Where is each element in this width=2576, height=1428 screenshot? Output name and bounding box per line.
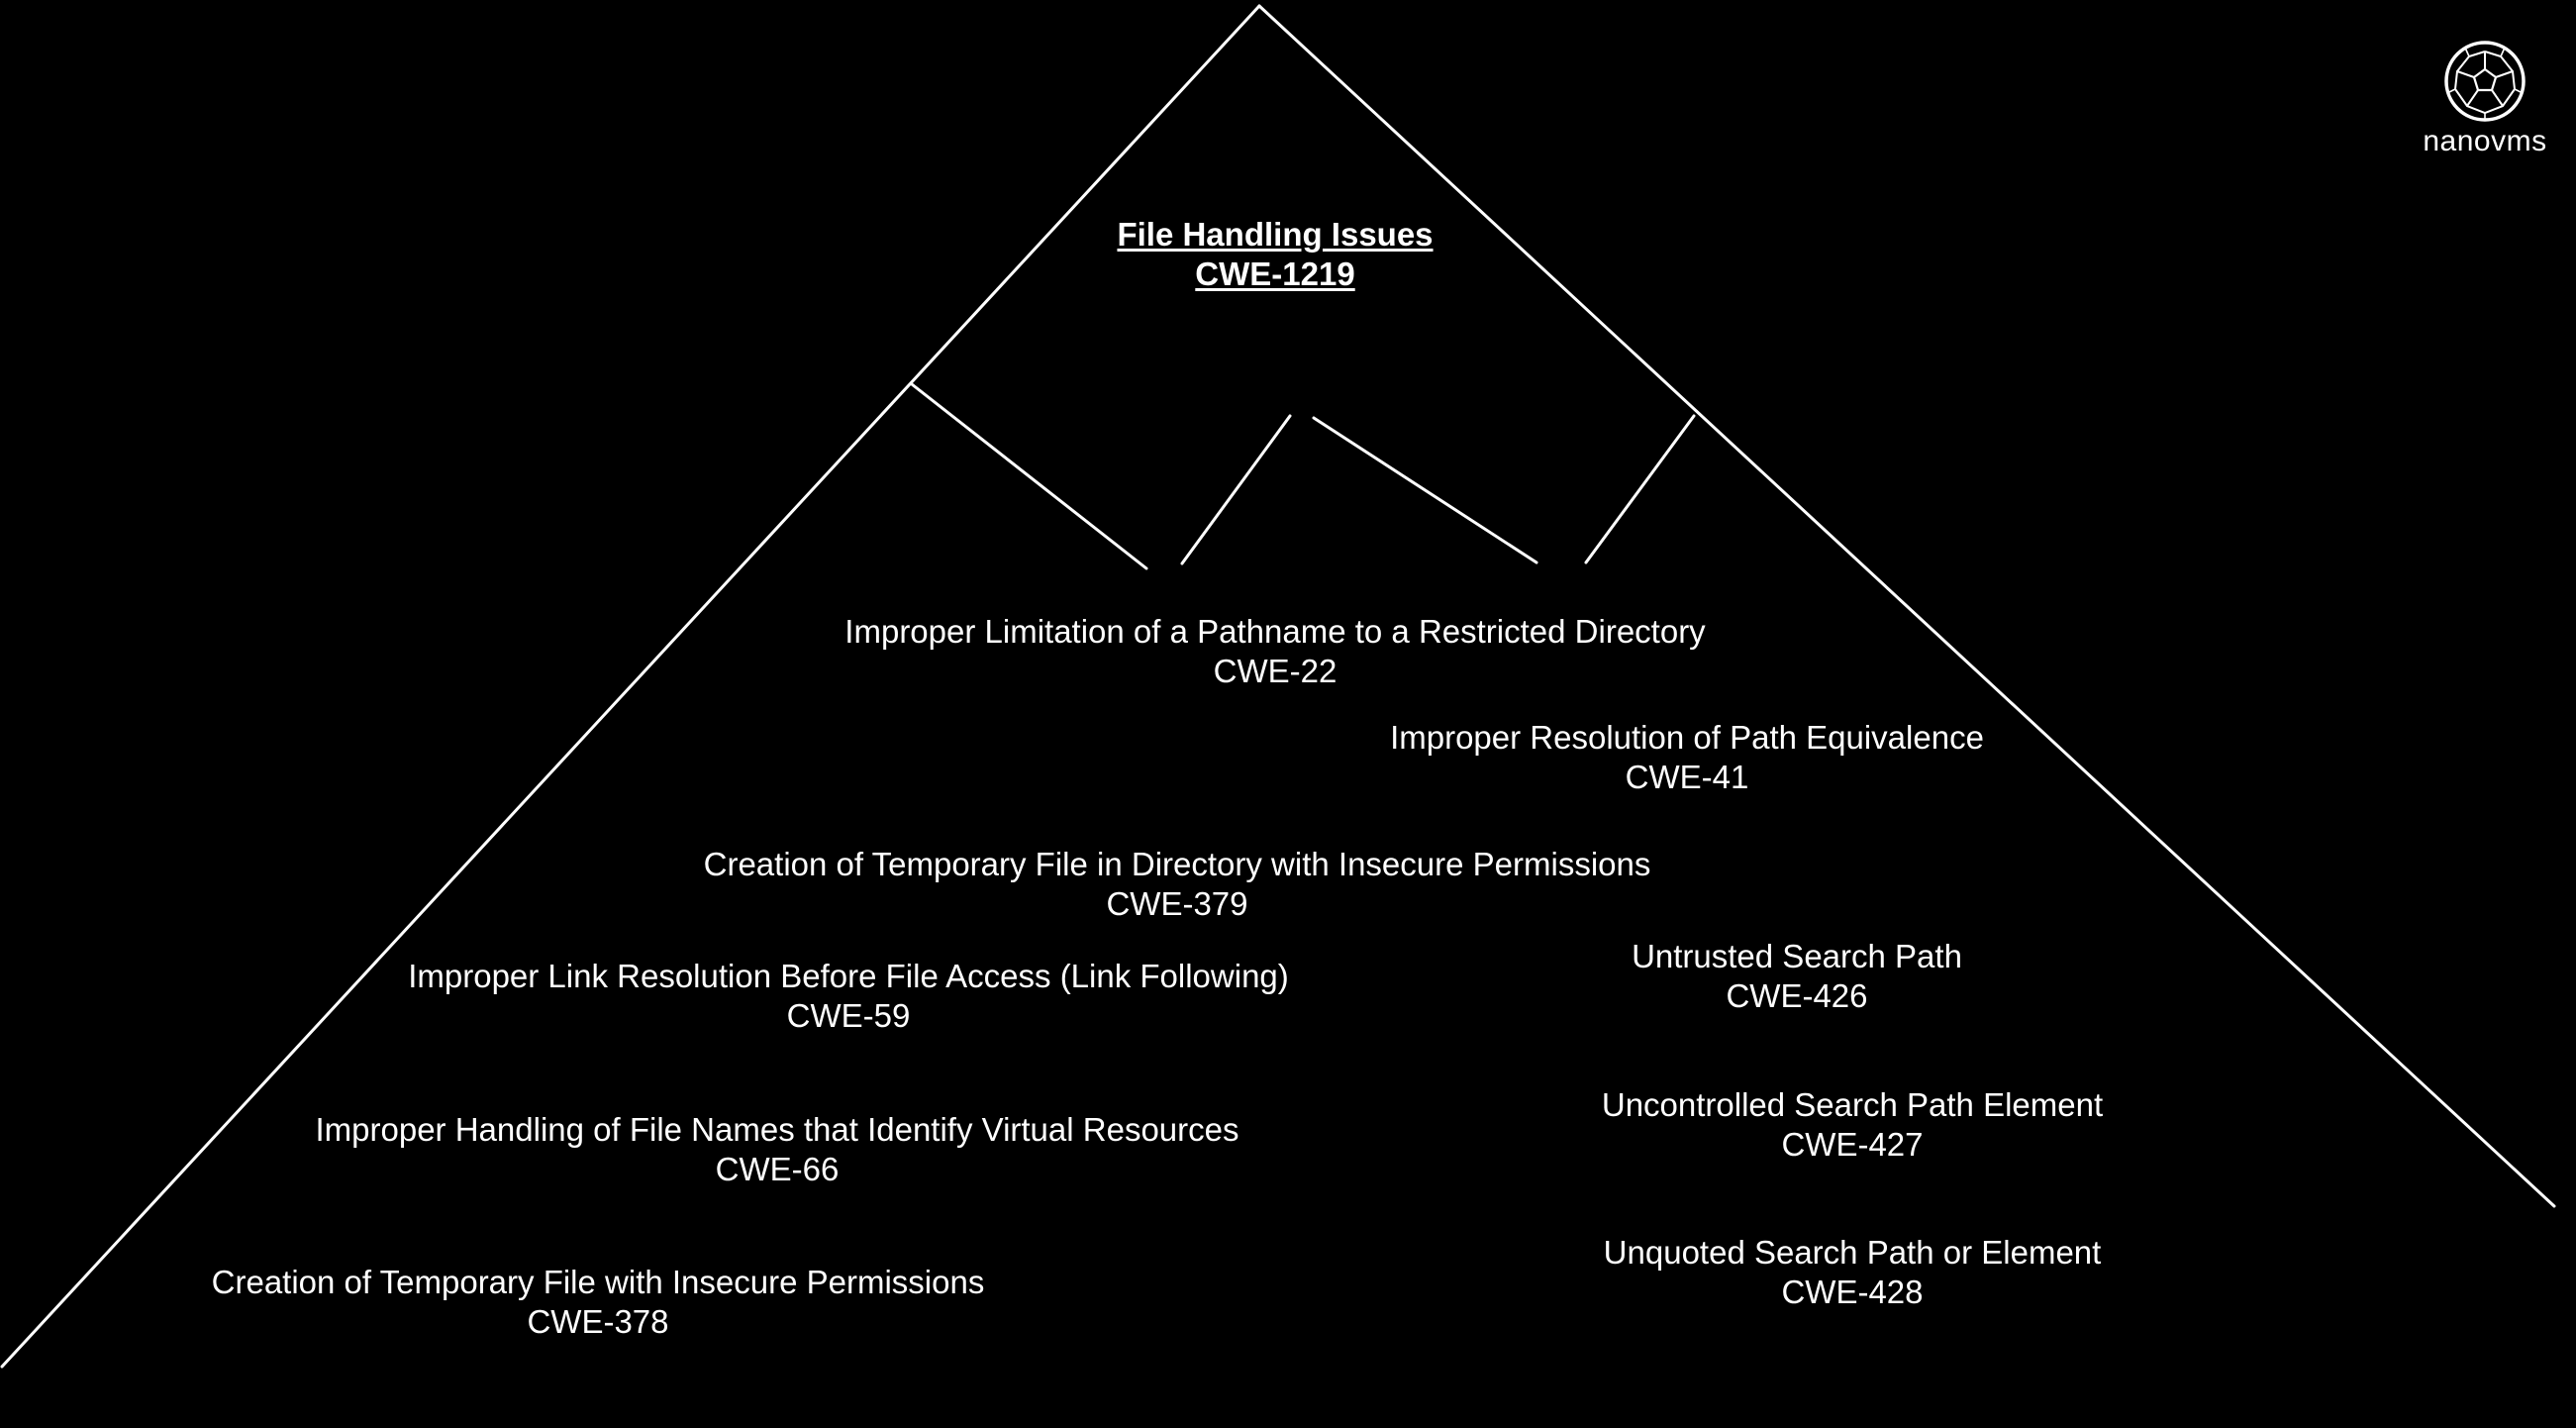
cwe-id: CWE-428	[1781, 1274, 1924, 1310]
cwe-title: Creation of Temporary File with Insecure…	[211, 1264, 985, 1300]
root-node: File Handling Issues CWE-1219	[1117, 215, 1433, 294]
connector-line	[1584, 414, 1696, 564]
cwe-id: CWE-22	[1213, 653, 1338, 689]
connector-line	[1312, 416, 1538, 564]
cwe-node: Improper Link Resolution Before File Acc…	[408, 957, 1289, 1036]
cwe-node: Untrusted Search Path CWE-426	[1632, 937, 1962, 1016]
cwe-node: Creation of Temporary File in Directory …	[704, 845, 1651, 924]
cwe-id: CWE-427	[1781, 1126, 1924, 1163]
root-title: File Handling Issues	[1117, 216, 1434, 253]
root-cwe-id: CWE-1219	[1195, 255, 1355, 292]
connector-line	[1180, 414, 1292, 565]
cwe-title: Improper Link Resolution Before File Acc…	[408, 958, 1289, 994]
cwe-title: Improper Limitation of a Pathname to a R…	[844, 613, 1706, 650]
cwe-title: Improper Resolution of Path Equivalence	[1390, 719, 1984, 756]
cwe-title: Improper Handling of File Names that Ide…	[315, 1111, 1239, 1148]
cwe-node: Improper Resolution of Path Equivalence …	[1390, 718, 1984, 797]
cwe-id: CWE-426	[1726, 977, 1868, 1014]
connector-line	[910, 382, 1148, 570]
pyramid-left-edge	[0, 4, 1261, 1369]
cwe-title: Uncontrolled Search Path Element	[1601, 1086, 2104, 1123]
cwe-node: Uncontrolled Search Path Element CWE-427	[1602, 1085, 2103, 1165]
cwe-id: CWE-41	[1625, 759, 1749, 795]
cwe-id: CWE-59	[786, 997, 911, 1034]
cwe-title: Untrusted Search Path	[1632, 938, 1962, 974]
nanovms-logo: nanovms	[2416, 40, 2554, 158]
pyramid-right-edge	[1257, 4, 2556, 1208]
cwe-title: Creation of Temporary File in Directory …	[703, 846, 1651, 882]
cwe-id: CWE-66	[715, 1151, 840, 1187]
cwe-node: Improper Limitation of a Pathname to a R…	[844, 612, 1705, 691]
logo-text: nanovms	[2423, 125, 2547, 157]
cwe-node: Unquoted Search Path or Element CWE-428	[1604, 1233, 2102, 1312]
cwe-id: CWE-378	[527, 1303, 669, 1340]
cwe-node: Improper Handling of File Names that Ide…	[316, 1110, 1239, 1189]
cwe-id: CWE-379	[1106, 885, 1248, 922]
cwe-title: Unquoted Search Path or Element	[1603, 1234, 2102, 1271]
geodesic-sphere-icon	[2444, 41, 2526, 122]
cwe-node: Creation of Temporary File with Insecure…	[212, 1263, 985, 1342]
